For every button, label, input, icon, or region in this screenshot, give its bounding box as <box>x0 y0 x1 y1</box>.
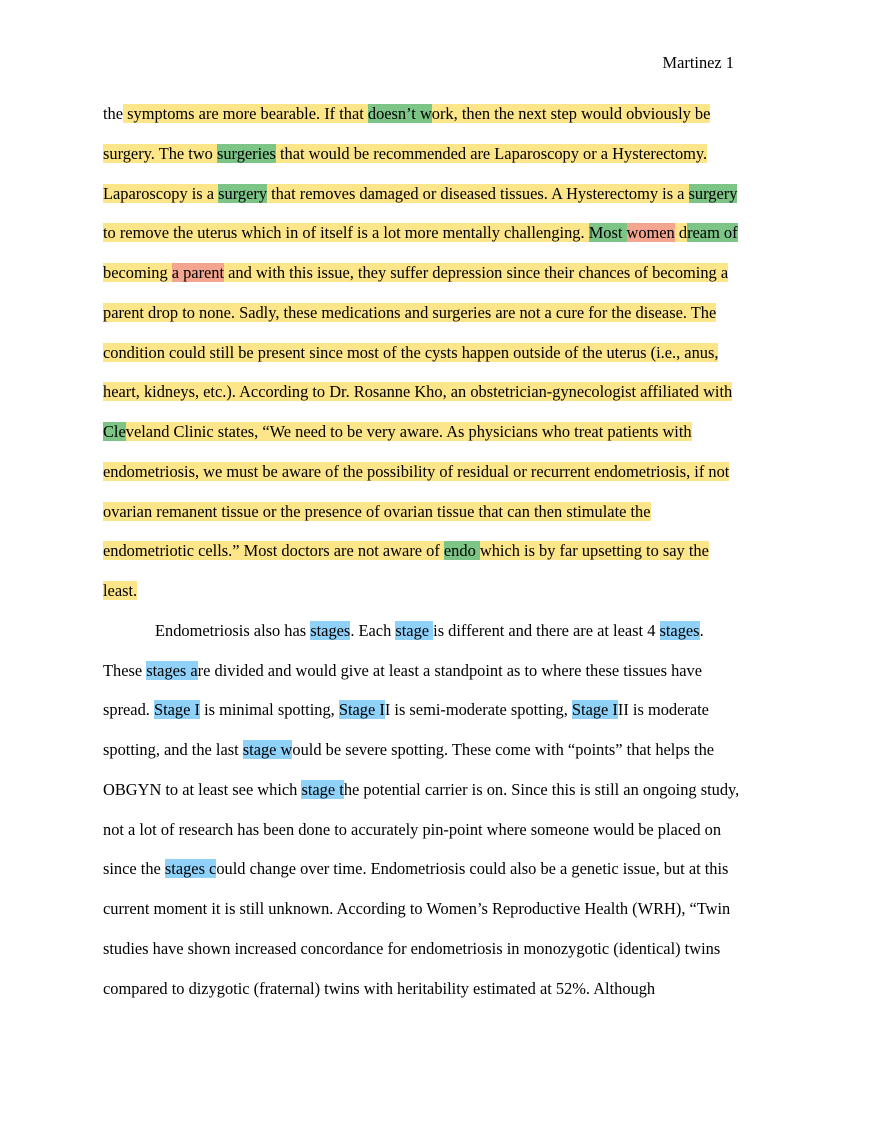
text-line: becoming a parent and with this issue, t… <box>103 262 729 284</box>
highlighted-text: which is by far upsetting to say the <box>479 541 709 561</box>
text-segment: re divided and would give at least a sta… <box>197 660 703 680</box>
text-line: current moment it is still unknown. Acco… <box>103 898 730 920</box>
text-segment: . <box>699 620 704 640</box>
highlighted-text: Laparoscopy is a <box>103 183 219 203</box>
highlighted-text: ork, then the next step would obviously … <box>431 104 711 123</box>
highlighted-text: stages <box>310 620 351 640</box>
running-head: Martinez 1 <box>662 53 734 72</box>
highlighted-text: stages c <box>164 859 217 879</box>
highlighted-text: endometriosis, we must be aware of the p… <box>103 461 730 481</box>
text-line: not a lot of research has been done to a… <box>103 819 721 841</box>
text-line: ovarian remanent tissue or the presence … <box>103 501 651 523</box>
highlighted-text: surgery <box>218 183 268 203</box>
text-segment: is different and there are at least 4 <box>433 620 660 640</box>
text-segment: studies have shown increased concordance… <box>103 938 721 958</box>
text-line: the symptoms are more bearable. If that … <box>103 103 711 125</box>
text-line: spread. Stage I is minimal spotting, Sta… <box>103 699 709 721</box>
highlighted-text: Stage I <box>571 700 618 720</box>
highlighted-text: veland Clinic states, “We need to be ver… <box>125 422 692 441</box>
highlighted-text: surgeries <box>216 143 276 163</box>
highlighted-text: that would be recommended are Laparoscop… <box>275 143 708 163</box>
text-segment: spread. <box>103 700 154 720</box>
text-line: studies have shown increased concordance… <box>103 938 720 960</box>
highlighted-text: ream of <box>687 223 738 243</box>
highlighted-text: symptoms are more bearable. If that <box>123 104 368 123</box>
highlighted-text: ovarian remanent tissue or the presence … <box>103 501 651 521</box>
highlighted-text: endo <box>443 541 480 561</box>
text-line: least. <box>103 580 138 602</box>
text-line: compared to dizygotic (fraternal) twins … <box>103 978 655 1000</box>
text-segment: he potential carrier is on. Since this i… <box>343 779 740 799</box>
text-segment: ould change over time. Endometriosis cou… <box>216 859 729 879</box>
text-line: Laparoscopy is a surgery that removes da… <box>103 183 738 205</box>
highlighted-text: Stage I <box>153 700 200 720</box>
text-line: condition could still be present since m… <box>103 342 719 364</box>
highlighted-text: stages a <box>146 660 198 680</box>
highlighted-text: and with this issue, they suffer depress… <box>224 263 729 282</box>
text-segment: I is semi-moderate spotting, <box>384 700 572 720</box>
text-line: endometriosis, we must be aware of the p… <box>103 461 730 483</box>
text-line: spotting, and the last stage would be se… <box>103 739 714 761</box>
highlighted-text: condition could still be present since m… <box>103 342 719 362</box>
text-segment: These <box>103 660 147 680</box>
text-segment: current moment it is still unknown. Acco… <box>103 899 731 918</box>
highlighted-text: stage t <box>301 779 344 799</box>
highlighted-text: stage <box>395 620 434 640</box>
text-segment: the <box>103 104 124 123</box>
highlighted-text: stages <box>659 620 700 640</box>
highlighted-text: parent drop to none. Sadly, these medica… <box>103 302 717 322</box>
highlighted-text: Stage I <box>338 700 385 720</box>
text-segment: OBGYN to at least see which <box>103 779 302 799</box>
highlighted-text: d <box>674 223 688 243</box>
text-line: OBGYN to at least see which stage the po… <box>103 779 739 801</box>
text-segment: not a lot of research has been done to a… <box>103 819 722 839</box>
text-line: endometriotic cells.” Most doctors are n… <box>103 540 709 562</box>
highlighted-text: that removes damaged or diseased tissues… <box>267 183 689 203</box>
highlighted-text: women <box>626 223 675 243</box>
highlighted-text: stage w <box>242 740 293 759</box>
text-line: surgery. The two surgeries that would be… <box>103 143 708 165</box>
highlighted-text: heart, kidneys, etc.). According to Dr. … <box>103 382 733 402</box>
text-segment: since the <box>103 859 165 879</box>
text-line: since the stages could change over time.… <box>103 858 728 880</box>
text-line: parent drop to none. Sadly, these medica… <box>103 302 717 324</box>
highlighted-text: surgery. The two <box>103 143 217 163</box>
paragraph-first-line: Endometriosis also has stages. Each stag… <box>155 620 704 642</box>
highlighted-text: a parent <box>171 263 225 282</box>
text-segment: . Each <box>350 620 396 640</box>
text-segment: spotting, and the last <box>103 740 243 759</box>
highlighted-text: surgery <box>688 183 738 203</box>
text-segment: Endometriosis also has <box>155 620 311 640</box>
text-segment: ould be severe spotting. These come with… <box>292 740 715 759</box>
highlighted-text: Cle <box>103 422 126 441</box>
text-segment: is minimal spotting, <box>199 700 339 720</box>
highlighted-text: to remove the uterus which in of itself … <box>103 223 589 243</box>
text-segment: II is moderate <box>617 700 709 720</box>
text-line: Cleveland Clinic states, “We need to be … <box>103 421 692 443</box>
highlighted-text: doesn’t w <box>367 104 432 123</box>
highlighted-text: endometriotic cells.” Most doctors are n… <box>103 541 444 561</box>
text-line: heart, kidneys, etc.). According to Dr. … <box>103 381 733 403</box>
text-segment: compared to dizygotic (fraternal) twins … <box>103 978 656 998</box>
text-line: These stages are divided and would give … <box>103 660 702 682</box>
highlighted-text: becoming <box>103 263 172 282</box>
highlighted-text: least. <box>103 581 138 600</box>
highlighted-text: Most <box>588 223 627 243</box>
text-line: to remove the uterus which in of itself … <box>103 222 738 244</box>
